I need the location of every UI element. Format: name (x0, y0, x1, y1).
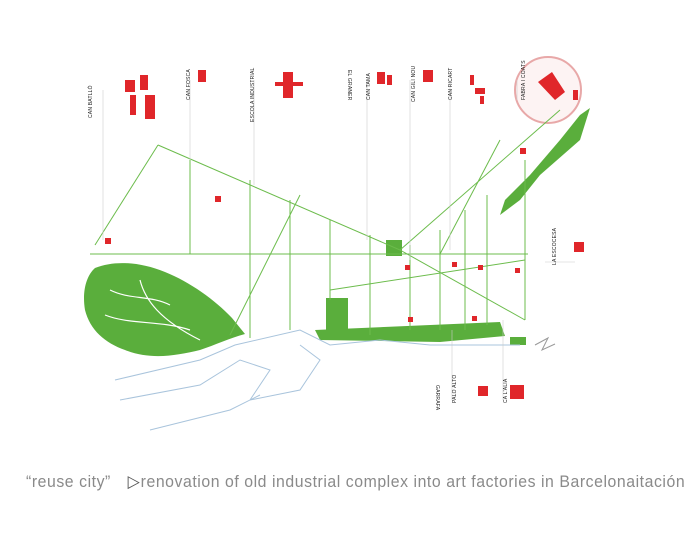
factory-label: CAN FOSCA (186, 69, 192, 100)
north-arrow-icon (534, 336, 556, 352)
besos-park (500, 108, 590, 215)
play-arrow-icon: ▷ (127, 472, 141, 491)
factory-label: PALO ALTO (452, 374, 458, 403)
montjuic-park (84, 263, 245, 357)
factory-label: EL GRANER (346, 70, 352, 101)
caption: “reuse city” ▷renovation of old industria… (26, 472, 685, 492)
coastal-park (315, 322, 505, 342)
glories-park (386, 240, 402, 256)
project-description: renovation of old industrial complex int… (140, 472, 686, 491)
ciutadella-park (326, 298, 348, 336)
factory-footprints (105, 70, 584, 399)
factory-label: CA L'ALIA (503, 378, 509, 403)
project-title: “reuse city” (26, 472, 111, 491)
factory-label: FABRA I COATS (521, 60, 527, 100)
factory-label: GARRAFA (434, 385, 440, 411)
factory-label: LA ESCOCESA (552, 227, 558, 265)
factory-label: CAN RICART (448, 67, 454, 100)
factory-label: CAN TAMA (366, 73, 372, 100)
factory-label: ESCOLA INDUSTRIAL (250, 67, 256, 122)
coastline (114, 329, 520, 431)
factory-label: CAN BATLLÓ (88, 85, 94, 118)
factory-label: CAN GILI NOU (411, 65, 417, 102)
